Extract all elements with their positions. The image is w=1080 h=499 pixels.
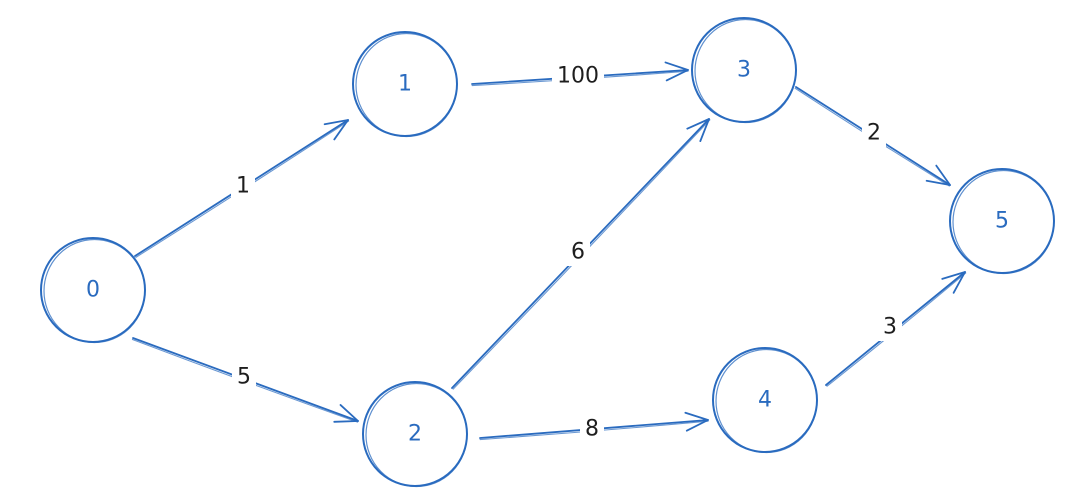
node-circle-sketch <box>365 382 468 488</box>
edge-weight-label: 5 <box>237 365 251 390</box>
arrowhead-icon <box>664 61 689 82</box>
edge-2-3: 6 <box>451 118 711 390</box>
edge-weight-label: 6 <box>571 240 585 265</box>
edge-label-background <box>878 313 902 341</box>
node-1: 1 <box>352 31 458 138</box>
edge-label-background <box>580 415 604 443</box>
nodes-layer: 0 1 2 3 4 5 <box>40 17 1055 488</box>
edge-label-background <box>232 363 256 391</box>
edge-weight-label: 1 <box>236 174 250 199</box>
edge-label-background <box>566 238 590 266</box>
arrowhead-icon <box>333 404 359 423</box>
arrowhead-icon <box>684 411 709 432</box>
edge-4-5: 3 <box>825 271 967 387</box>
arrowhead-icon <box>925 164 951 186</box>
edge-2-4: 8 <box>479 411 709 443</box>
edge-weight-label: 8 <box>585 417 599 442</box>
edge-weight-label: 3 <box>883 315 897 340</box>
node-circle-sketch <box>355 32 458 138</box>
edge-label-background <box>231 172 255 200</box>
node-3: 3 <box>691 17 797 124</box>
edge-1-3: 100 <box>471 61 689 90</box>
edge-label-background <box>862 119 886 147</box>
node-label: 1 <box>398 72 412 97</box>
node-2: 2 <box>362 381 468 488</box>
node-4: 4 <box>712 347 818 454</box>
edge-0-2: 5 <box>131 337 359 423</box>
node-circle-sketch <box>715 348 818 454</box>
edges-layer: 1 5 100 6 8 2 3 <box>131 61 967 443</box>
node-circle-sketch <box>694 18 797 124</box>
node-label: 3 <box>737 58 751 83</box>
edge-weight-label: 2 <box>867 121 881 146</box>
edge-0-1: 1 <box>134 119 350 258</box>
node-label: 5 <box>995 209 1009 234</box>
node-circle-sketch <box>43 238 146 344</box>
node-circle-sketch <box>952 169 1055 275</box>
node-label: 0 <box>86 278 100 303</box>
node-label: 4 <box>758 388 772 413</box>
arrowhead-icon <box>941 271 966 294</box>
edge-3-5: 2 <box>794 86 951 187</box>
edge-weight-label: 100 <box>557 64 599 89</box>
node-label: 2 <box>408 422 422 447</box>
edge-label-background <box>552 62 604 90</box>
node-0: 0 <box>40 237 146 344</box>
arrowhead-icon <box>686 118 710 143</box>
arrowhead-icon <box>323 119 349 141</box>
node-5: 5 <box>949 168 1055 275</box>
